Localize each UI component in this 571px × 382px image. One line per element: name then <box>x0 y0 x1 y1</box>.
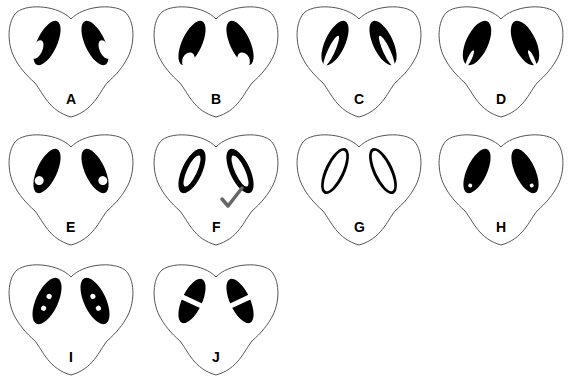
panel-letter: J <box>212 349 220 365</box>
panel-letter: B <box>211 91 221 107</box>
brainstem-outline: G <box>293 131 425 249</box>
panel-letter: E <box>66 219 75 235</box>
panel-letter: D <box>496 91 506 107</box>
brainstem-outline: F <box>150 131 282 249</box>
panel-letter: H <box>496 219 506 235</box>
brainstem-outline: D <box>435 3 567 121</box>
check-mark <box>222 188 242 206</box>
panel-letter: I <box>69 349 73 365</box>
panel-letter: G <box>354 219 365 235</box>
panel-letter: F <box>212 219 221 235</box>
panel-letter: C <box>354 91 364 107</box>
brainstem-outline: J <box>150 261 282 379</box>
brainstem-outline: E <box>5 131 137 249</box>
brainstem-outline: B <box>150 3 282 121</box>
brainstem-outline: H <box>435 131 567 249</box>
panel-letter: A <box>66 91 76 107</box>
brainstem-outline: A <box>5 3 137 121</box>
brainstem-outline: C <box>293 3 425 121</box>
brainstem-outline: I <box>5 261 137 379</box>
